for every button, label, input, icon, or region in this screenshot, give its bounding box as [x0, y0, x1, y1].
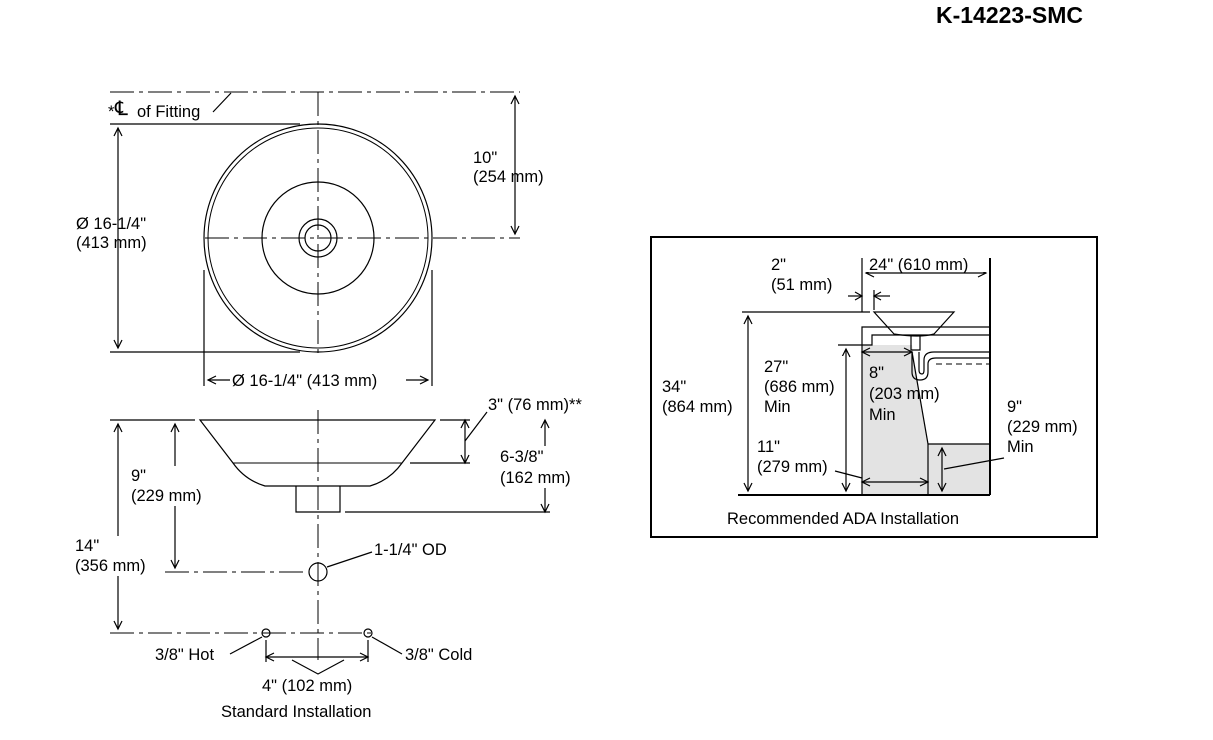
cold-supply-label: 3/8" Cold — [405, 646, 472, 664]
ada-height-arrows — [743, 314, 753, 493]
diameter-vertical-arrows — [113, 126, 123, 350]
basin-profile — [198, 419, 437, 487]
rim-dimension-arrows — [460, 418, 470, 465]
toe-height-min: Min — [1007, 438, 1034, 456]
ada-trap — [911, 352, 990, 381]
supply-dimension-arrows — [113, 422, 123, 631]
bowl-height-inch: 6-3/8" — [500, 448, 544, 466]
toe-height-inch: 9" — [1007, 398, 1022, 416]
diameter-vertical-mm: (413 mm) — [76, 234, 147, 252]
fitting-leader — [212, 92, 232, 113]
hot-supply-label: 3/8" Hot — [155, 646, 214, 664]
drain-od-leader — [326, 551, 373, 568]
knee-slope-line — [911, 351, 929, 445]
bowl-height-mm: (162 mm) — [500, 469, 571, 487]
offset-arrows — [854, 291, 882, 301]
offset-inch: 2" — [771, 256, 786, 274]
ada-trap-inner — [918, 351, 990, 375]
ada-caption: Recommended ADA Installation — [727, 510, 959, 528]
diameter-horizontal-arrows — [206, 375, 430, 385]
ada-depth-label: 24" (610 mm) — [869, 256, 968, 274]
knee-height-min: Min — [764, 398, 791, 416]
depth-dimension-arrows — [510, 94, 520, 236]
drain-od-label: 1-1/4" OD — [374, 541, 447, 559]
rim-leader — [464, 411, 488, 442]
ada-basin — [872, 311, 956, 337]
toe-height-leader — [943, 457, 1005, 470]
toe-depth-inch: 11" — [757, 438, 780, 456]
spacing-arrows — [264, 652, 370, 662]
standard-caption: Standard Installation — [221, 703, 371, 721]
knee-depth-mm: (203 mm) — [869, 385, 940, 403]
top-view: *℄of Fitting 10" (254 mm) Ø 16-1/4" (413… — [76, 91, 544, 390]
diameter-horizontal-label: Ø 16-1/4" (413 mm) — [232, 372, 377, 390]
toe-height-arrows — [937, 446, 947, 493]
knee-label-bg — [762, 356, 844, 416]
rim-height-label: 3" (76 mm)** — [488, 396, 582, 414]
spacing-label: 4" (102 mm) — [262, 677, 352, 695]
ada-frame — [650, 236, 1098, 538]
toe-depth-mm: (279 mm) — [757, 458, 828, 476]
knee-depth-min: Min — [869, 406, 896, 424]
drain-outlet-circle — [308, 562, 328, 582]
depth-label-inch: 10" — [473, 149, 497, 167]
hot-supply-circle — [261, 628, 271, 638]
supply-height-inch: 14" — [75, 537, 99, 555]
knee-height-mm: (686 mm) — [764, 378, 835, 396]
knee-height-arrows — [841, 347, 851, 493]
supply-height-mm: (356 mm) — [75, 557, 146, 575]
drain-height-inch: 9" — [131, 467, 146, 485]
drain-label-bg — [128, 466, 218, 506]
supply-label-bg — [72, 536, 162, 576]
drain-body — [295, 486, 341, 513]
depth-label-mm: (254 mm) — [473, 168, 544, 186]
ada-depth-label-bg — [866, 256, 988, 272]
diameter-vertical-inch: Ø 16-1/4" — [76, 215, 146, 233]
toe-depth-arrows — [860, 477, 930, 487]
ada-height-inch: 34" — [662, 378, 686, 396]
bowl-dimension-arrows — [540, 418, 550, 514]
cold-leader — [371, 636, 403, 655]
cold-supply-circle — [363, 628, 373, 638]
ada-tailpiece — [910, 336, 921, 351]
knee-depth-inch: 8" — [869, 364, 884, 382]
fitting-label: *℄of Fitting — [108, 98, 200, 121]
hot-leader — [229, 636, 263, 655]
side-view: 3" (76 mm)** 6-3/8" (162 mm) 9" (229 mm)… — [72, 396, 587, 721]
bowl-label-bg — [497, 446, 587, 488]
spacing-leader — [291, 659, 345, 675]
model-number: K-14223-SMC — [936, 2, 1083, 28]
ada-view: 24" (610 mm) 2" (51 mm) 34" (864 mm) 27"… — [650, 236, 1098, 538]
ada-height-mm: (864 mm) — [662, 398, 733, 416]
drain-height-mm: (229 mm) — [131, 487, 202, 505]
toe-height-mm: (229 mm) — [1007, 418, 1078, 436]
drain-dimension-arrows — [170, 422, 180, 570]
toe-depth-leader — [834, 470, 863, 479]
offset-mm: (51 mm) — [771, 276, 832, 294]
knee-height-inch: 27" — [764, 358, 788, 376]
clearance-shading — [862, 345, 990, 495]
